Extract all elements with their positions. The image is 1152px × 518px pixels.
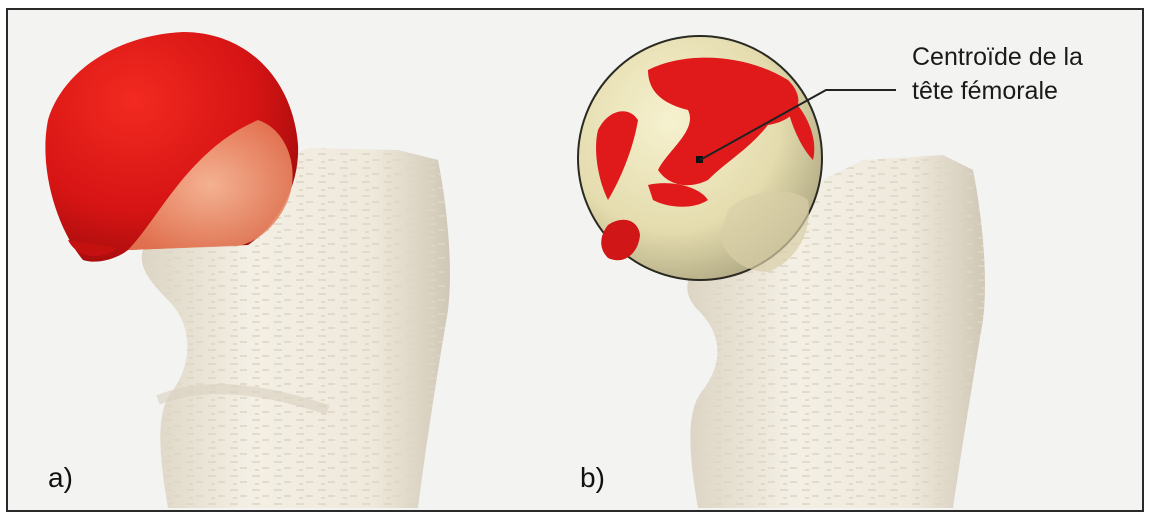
annotation-line-1: Centroïde de la (912, 40, 1083, 74)
panel-a-label: a) (48, 462, 73, 494)
fitted-sphere-b (578, 36, 822, 280)
annotation-line-2: tête fémorale (912, 74, 1083, 108)
femoral-head-a (45, 32, 298, 262)
centroid-annotation: Centroïde de la tête fémorale (912, 40, 1083, 108)
figure-frame: a) b) Centroïde de la tête fémorale (6, 8, 1144, 512)
panel-b-label: b) (580, 462, 605, 494)
